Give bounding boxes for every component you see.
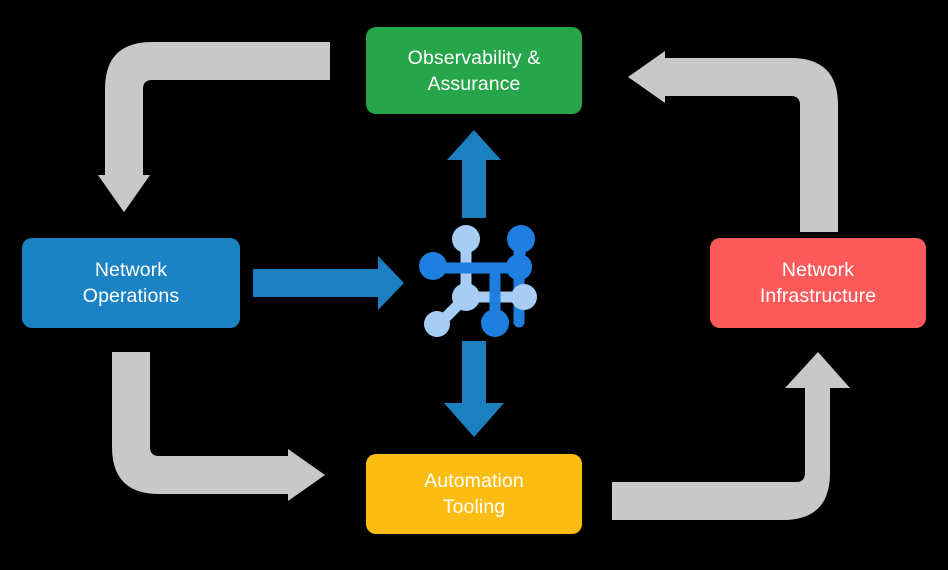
topology-node-center-bottom	[452, 283, 480, 311]
connector-ops-to-automation	[112, 352, 325, 501]
node-network-infrastructure[interactable]: Network Infrastructure	[710, 238, 926, 328]
network-topology-icon	[419, 225, 537, 337]
connector-observability-to-ops	[98, 42, 330, 212]
topology-node-right-mid	[511, 284, 537, 310]
connector-ops-to-center	[253, 256, 404, 310]
topology-node-left	[419, 252, 447, 280]
connector-infrastructure-to-observability	[628, 51, 838, 232]
topology-node-top-left	[452, 225, 480, 253]
topology-node-bottom-left	[424, 311, 450, 337]
node-observability-and-assurance[interactable]: Observability & Assurance	[366, 27, 582, 114]
connector-center-to-observability	[447, 130, 501, 218]
node-automation-tooling[interactable]: Automation Tooling	[366, 454, 582, 534]
connector-automation-to-infrastructure	[612, 352, 850, 520]
node-network-operations[interactable]: Network Operations	[22, 238, 240, 328]
connector-center-to-automation	[444, 341, 504, 437]
